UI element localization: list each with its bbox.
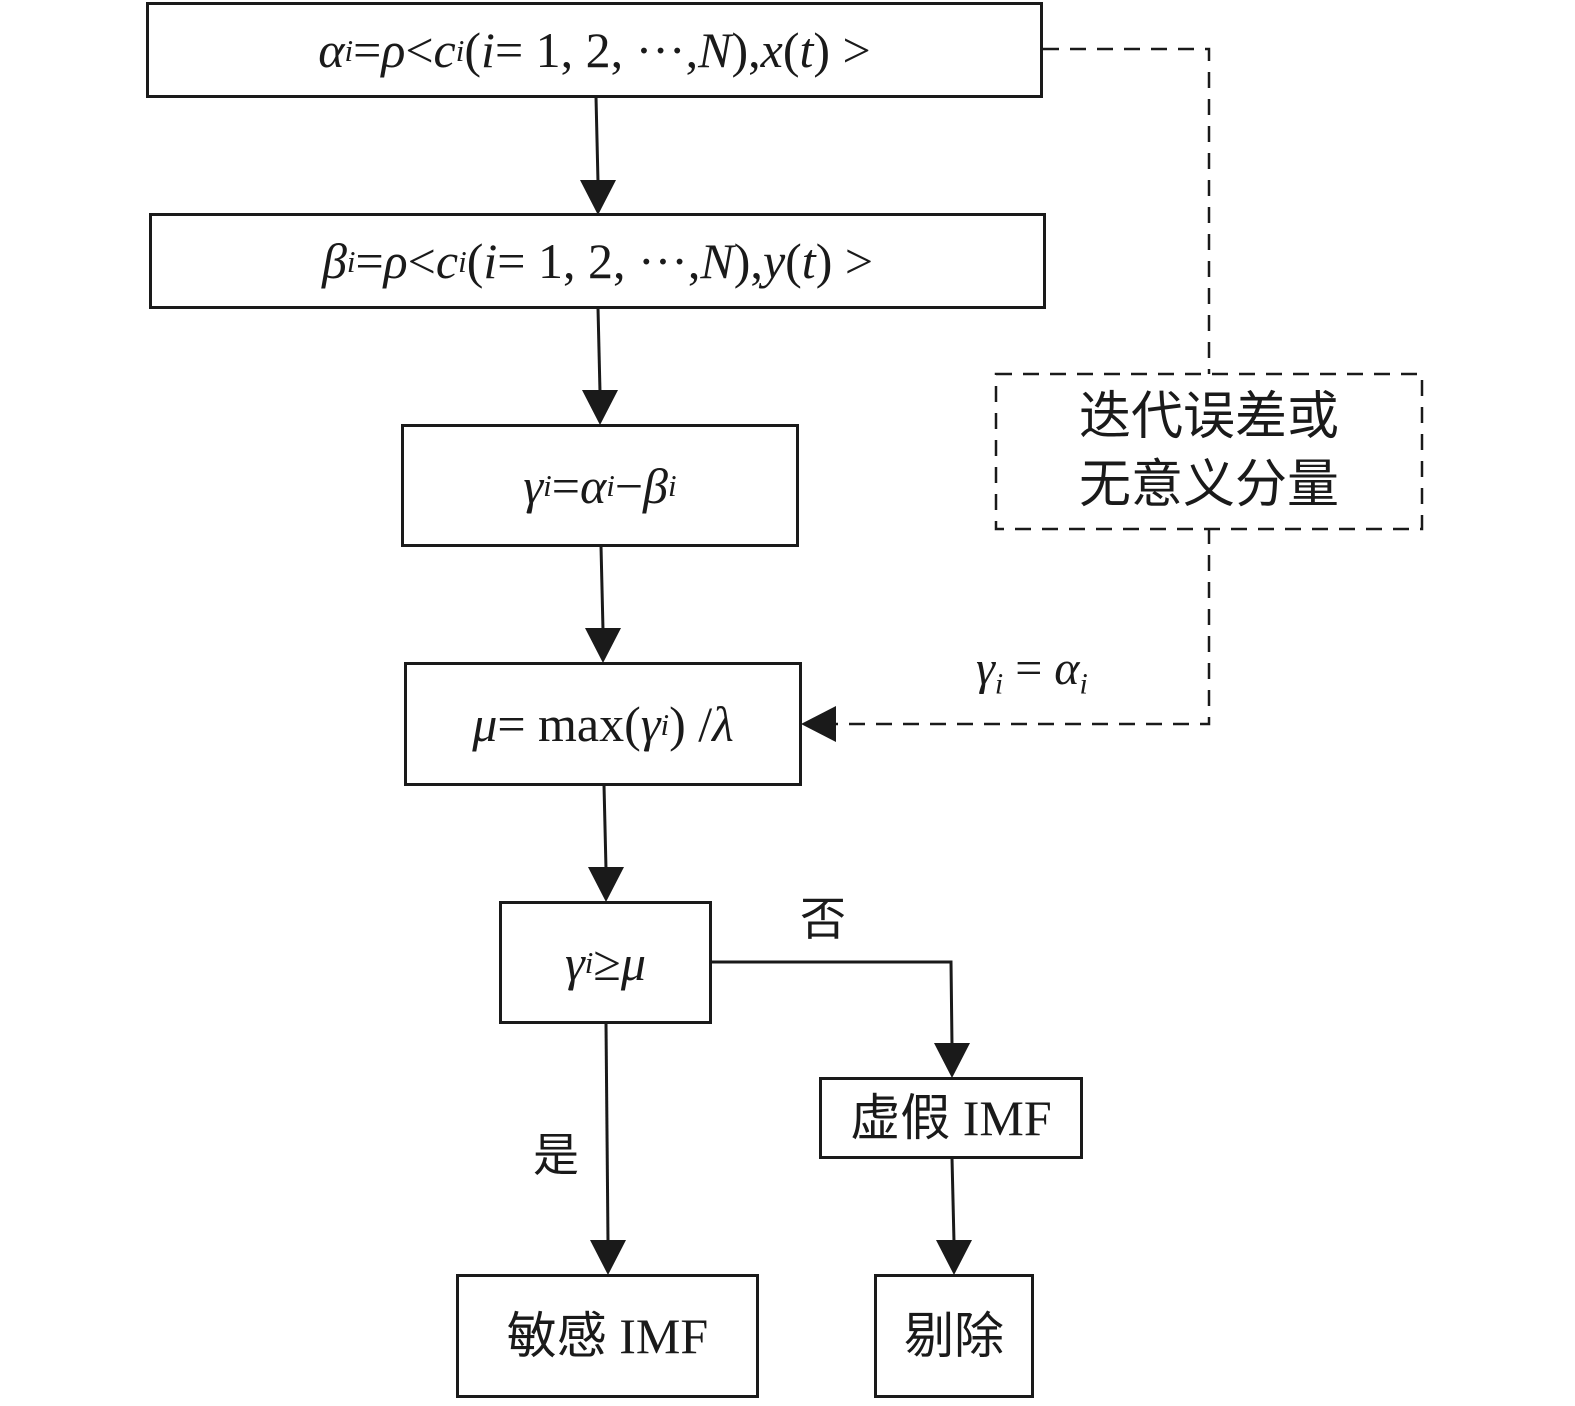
formula-token: = [355, 233, 384, 289]
formula-token: ρ [381, 22, 406, 78]
arrowhead-beta [580, 180, 616, 215]
formula-token: i [660, 706, 670, 742]
formula-token: i [994, 667, 1004, 701]
formula-token: i [606, 468, 615, 503]
formula-token: = [1003, 642, 1055, 695]
formula-token: c [435, 233, 459, 289]
formula-token: β [321, 233, 347, 289]
formula-token: i [584, 945, 594, 980]
arrowhead-sensitive [590, 1240, 626, 1275]
formula-token: c [433, 22, 456, 78]
formula-token: i [455, 32, 465, 68]
sensitive-imf-suffix: IMF [619, 1308, 709, 1364]
fake-imf-suffix: IMF [962, 1090, 1052, 1146]
formula-token: α [318, 22, 345, 78]
formula-token: γ [523, 457, 544, 514]
formula-token: i [346, 243, 356, 279]
formula-token: i [481, 22, 495, 78]
dashed-connectors [836, 47, 1424, 726]
solid-arrows [580, 96, 972, 1275]
formula-token: = [551, 457, 580, 514]
formula-token: y [762, 233, 786, 289]
formula-token: ( [464, 22, 482, 78]
arrowhead-cond [588, 867, 624, 902]
error-component-box: 迭代误差或 无意义分量 [996, 374, 1422, 529]
formula-token: ≥ [593, 934, 621, 991]
formula-token: ρ [383, 233, 408, 289]
formula-token: ) > [813, 22, 871, 78]
formula-token: i [483, 233, 498, 289]
formula-token: = 1, 2, ···, [497, 233, 701, 289]
formula-token: ( [466, 233, 484, 289]
arrow-cond-to-sensitive [604, 1022, 610, 1243]
formula-token: = max( [497, 696, 641, 752]
formula-token: ) > [815, 233, 874, 289]
formula-token: γ [640, 696, 661, 752]
formula-token: ), [733, 233, 763, 289]
dashed-alpha-to-error [1043, 47, 1211, 374]
arrow-fake-to-remove [950, 1157, 956, 1243]
error-line-2: 无意义分量 [1078, 454, 1339, 515]
formula-token: < [405, 22, 434, 78]
arrowhead-mu [585, 628, 621, 663]
formula-token: ( [782, 22, 800, 78]
sensitive-imf-box: 敏感 IMF [456, 1274, 759, 1398]
remove-label: 剔除 [904, 1307, 1004, 1365]
yes-branch-label: 是 [533, 1128, 579, 1182]
formula-token: − [614, 457, 644, 514]
arrowhead-feedback [801, 706, 836, 742]
formula-token: i [1079, 667, 1088, 701]
arrow-beta-to-gamma [596, 307, 602, 393]
formula-token: β [643, 457, 668, 514]
formula-token: i [543, 468, 552, 503]
formula-token: α [1054, 642, 1080, 695]
formula-token: μ [472, 696, 498, 752]
dashed-error-box-outline [994, 372, 1424, 531]
formula-token: x [760, 22, 783, 78]
formula-token: < [407, 233, 436, 289]
arrowhead-fake [934, 1043, 970, 1078]
arrow-alpha-to-beta [594, 96, 600, 183]
remove-box: 剔除 [874, 1274, 1034, 1398]
formula-token: i [458, 243, 467, 279]
error-line-1: 迭代误差或 [1078, 386, 1339, 447]
arrow-gamma-to-mu [599, 545, 605, 631]
formula-token: N [700, 233, 734, 289]
arrow-cond-to-fake [711, 960, 954, 1046]
formula-token: t [799, 22, 814, 78]
feedback-label: γi = αi [976, 645, 1088, 699]
arrow-mu-to-cond [602, 784, 608, 870]
no-branch-label: 否 [800, 892, 846, 946]
formula-token: λ [712, 696, 734, 752]
formula-token: = 1, 2, ···, [494, 22, 699, 78]
formula-token: ) / [669, 696, 713, 752]
formula-token: ( [785, 233, 802, 289]
formula-token: γ [565, 934, 585, 991]
arrowhead-gamma [582, 390, 618, 425]
fake-imf-prefix: 虚假 [850, 1089, 951, 1147]
formula-token: γ [976, 642, 995, 695]
formula-token: N [698, 22, 732, 78]
sensitive-imf-prefix: 敏感 [506, 1307, 607, 1365]
formula-token: ), [731, 22, 761, 78]
formula-token: α [579, 457, 607, 514]
formula-token: μ [620, 934, 646, 991]
formula-token: i [344, 32, 354, 68]
dashed-error-to-mu [836, 528, 1211, 726]
arrowhead-remove [936, 1240, 972, 1275]
fake-imf-box: 虚假 IMF [819, 1077, 1083, 1159]
formula-token: i [667, 468, 677, 503]
formula-token: t [801, 233, 816, 289]
formula-token: = [353, 22, 382, 78]
